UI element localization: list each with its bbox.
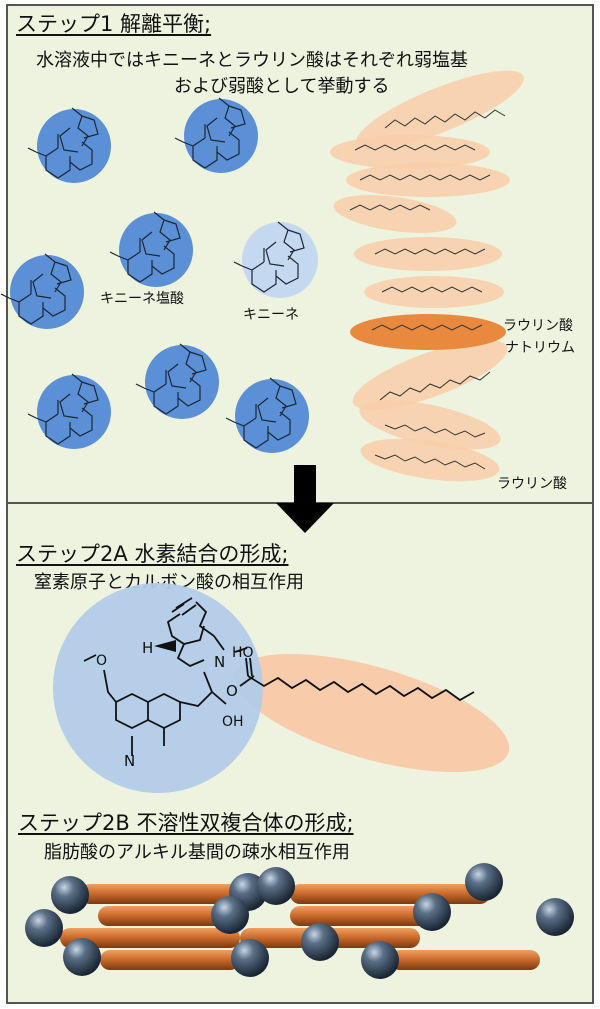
label-lauric-acid: ラウリン酸 [497,476,567,492]
fatty-acid-chains [349,109,506,470]
label-sodium-laurate-line2: ナトリウム [505,340,575,356]
insoluble-complex-illustration [25,863,574,979]
step1-title: ステップ1 解離平衡; [16,12,212,36]
step2a-title: ステップ2A 水素結合の形成; [16,542,289,566]
atom-n-ring: N [124,752,135,770]
label-quinine-hcl: キニーネ塩酸 [100,291,184,307]
step2b-title: ステップ2B 不溶性双複合体の形成; [18,811,354,835]
step2a-desc: 窒素原子とカルボン酸の相互作用 [34,572,304,593]
quinine-free-base-molecule [233,221,318,298]
quinine-lauric-complex: H N HO O OH N O [53,583,510,793]
label-quinine: キニーネ [243,307,299,323]
down-arrow-icon [276,465,334,533]
atom-n: N [214,653,225,671]
step2b-desc: 脂肪酸のアルキル基間の疎水相互作用 [44,842,350,863]
step1-desc-line1: 水溶液中ではキニーネとラウリン酸はそれぞれ弱塩基 [36,50,468,71]
sodium-laurate-ellipse [350,314,506,350]
atom-o: O [226,682,238,700]
quinine-hcl-molecules [0,97,309,453]
atom-h: H [142,639,153,657]
atom-ho: HO [232,645,254,661]
atom-oh: OH [222,714,244,730]
lauric-acid-ellipses [330,70,524,482]
atom-methoxy: O [96,653,107,669]
label-sodium-laurate-line1: ラウリン酸 [503,318,573,334]
step1-desc-line2: および弱酸として挙動する [174,76,390,97]
